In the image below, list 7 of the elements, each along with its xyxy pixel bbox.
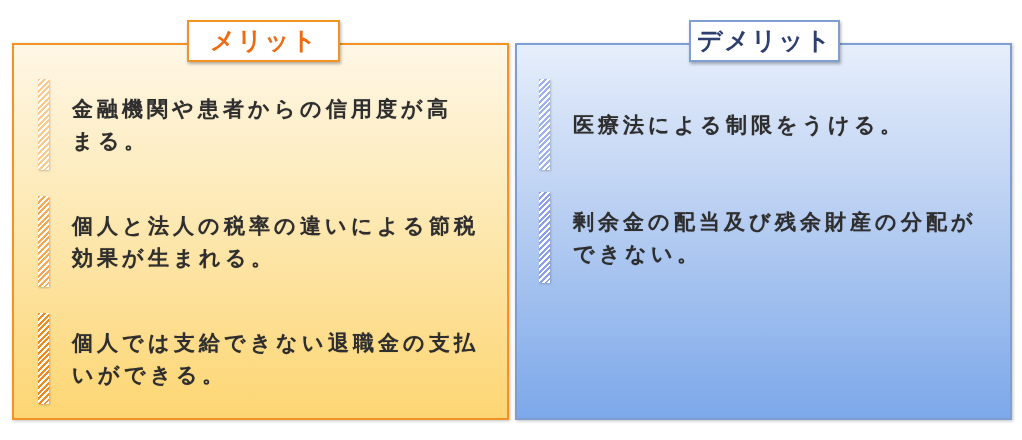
- heading-tab: デメリット: [689, 20, 840, 62]
- list-item-text: 剰余金の配当及び残余財産の分配ができない。: [573, 208, 978, 268]
- list-item-text: 医療法による制限をうける。: [573, 111, 906, 139]
- list-item-text: 金融機関や患者からの信用度が高まる。: [72, 95, 453, 155]
- heading-tab: メリット: [187, 20, 340, 62]
- list-item-text: 個人では支給できない退職金の支払いができる。: [72, 329, 480, 389]
- list-item-text: 個人と法人の税率の違いによる節税効果が生まれる。: [72, 212, 480, 272]
